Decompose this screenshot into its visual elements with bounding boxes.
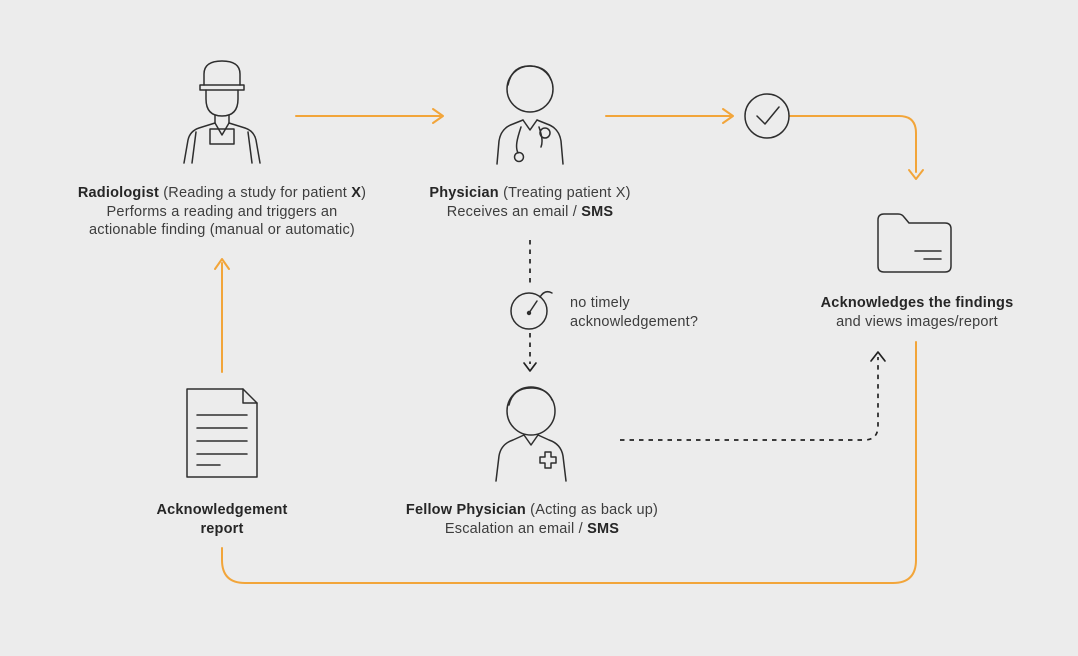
radiologist-desc-line3: actionable finding (manual or automatic) bbox=[89, 222, 355, 238]
dashed-timer-to-fellow bbox=[523, 333, 537, 372]
acknowledge-line2: and views images/report bbox=[836, 313, 998, 330]
arrow-check-to-folder bbox=[789, 115, 924, 180]
arrow-radiologist-to-physician bbox=[295, 108, 444, 124]
report-document-icon bbox=[186, 388, 258, 478]
arrow-report-to-radiologist bbox=[214, 258, 230, 373]
radiologist-desc-line2: Performs a reading and triggers an bbox=[106, 203, 338, 220]
fellow-physician-icon bbox=[495, 386, 567, 482]
radiologist-title: Radiologist (Reading a study for patient… bbox=[77, 185, 367, 201]
timer-icon bbox=[510, 290, 553, 330]
physician-icon bbox=[496, 65, 564, 165]
check-circle-icon bbox=[744, 93, 790, 139]
acknowledge-line1: Acknowledges the findings bbox=[820, 295, 1014, 311]
physician-title: Physician (Treating patient X) bbox=[429, 185, 631, 201]
timer-line1: no timely bbox=[570, 295, 630, 311]
fellow-physician-label: Fellow Physician (Acting as back up) Esc… bbox=[406, 501, 658, 538]
report-line2: report bbox=[200, 520, 244, 537]
physician-label: Physician (Treating patient X) Receives … bbox=[429, 184, 630, 221]
timer-line2: acknowledgement? bbox=[570, 313, 699, 330]
flow-folder-to-report-loop bbox=[221, 341, 917, 584]
fellow-desc-line2: Escalation an email / SMS bbox=[444, 520, 620, 537]
fellow-title: Fellow Physician (Acting as back up) bbox=[405, 502, 659, 518]
timer-label: no timely acknowledgement? bbox=[570, 294, 698, 331]
folder-icon bbox=[877, 213, 952, 273]
physician-desc-line2: Receives an email / SMS bbox=[446, 203, 614, 220]
report-line1: Acknowledgement bbox=[156, 502, 288, 518]
radiologist-icon bbox=[183, 60, 261, 164]
acknowledge-label: Acknowledges the findings and views imag… bbox=[821, 294, 1014, 331]
report-label: Acknowledgement report bbox=[156, 501, 287, 538]
arrow-physician-to-check bbox=[605, 108, 734, 124]
dashed-fellow-to-folder bbox=[620, 351, 886, 441]
radiologist-label: Radiologist (Reading a study for patient… bbox=[78, 184, 366, 240]
